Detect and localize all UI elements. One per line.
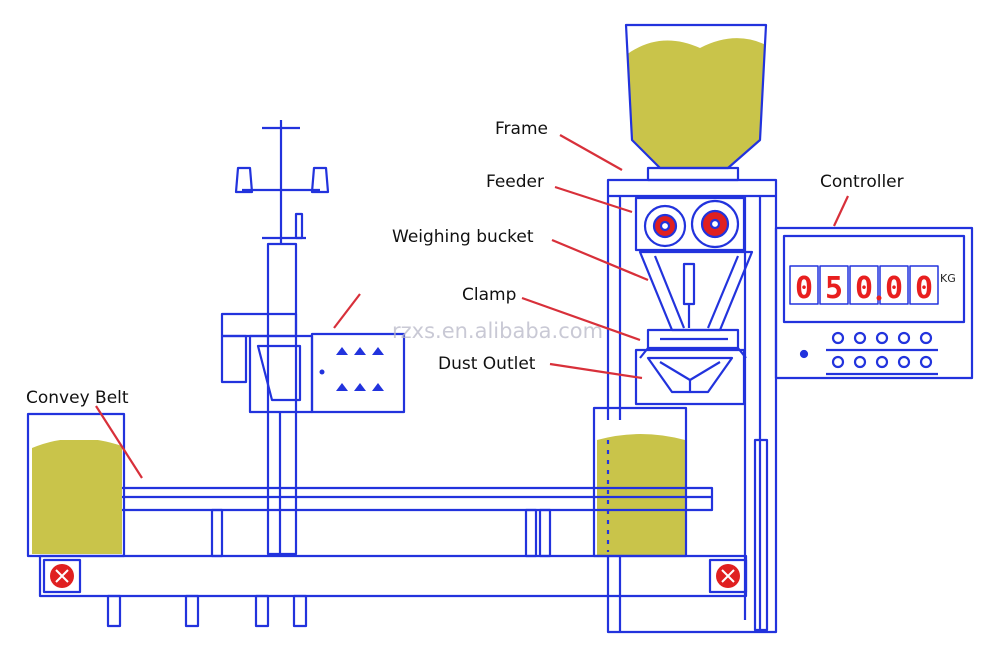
feeder [634, 196, 746, 252]
label-frame: Frame [495, 119, 548, 139]
dust-outlet [634, 348, 746, 406]
clamp [639, 328, 747, 359]
roller-right [716, 564, 740, 588]
display-unit: KG [940, 272, 956, 285]
frame [606, 178, 778, 634]
sewing-station [220, 120, 406, 556]
label-dust-outlet: Dust Outlet [438, 354, 536, 374]
pointer-frame [559, 134, 623, 171]
roller-left [50, 564, 74, 588]
label-controller: Controller [820, 172, 904, 192]
sewing-control-buttons [319, 347, 384, 391]
display-digit: 0 [855, 271, 873, 306]
pointer-dust-outlet [549, 362, 643, 380]
pointer-weighing-bucket [551, 238, 649, 282]
label-convey-belt: Convey Belt [26, 388, 129, 408]
pointer-controller [833, 195, 849, 227]
pointer-lines [95, 134, 849, 479]
filled-bag [592, 406, 688, 558]
watermark: rzxs.en.alibaba.com [392, 319, 603, 343]
label-clamp: Clamp [462, 285, 516, 305]
weighing-bucket [638, 250, 754, 332]
display-digit: 5 [825, 271, 843, 306]
display-digit: 0 [885, 271, 903, 306]
display-digit: 0 [915, 271, 933, 306]
bag-on-belt [26, 412, 126, 558]
controller [774, 226, 974, 380]
pointer-convey-belt [95, 405, 143, 479]
decimal-point [876, 295, 882, 301]
pointer-feeder [554, 185, 633, 214]
label-feeder: Feeder [486, 172, 544, 192]
weight-display: 0 5 0 0 0 KG [795, 271, 956, 306]
display-digit: 0 [795, 271, 813, 306]
pointer-clamp [521, 296, 641, 342]
pointer-sewing-station [333, 293, 361, 329]
hopper [624, 23, 768, 182]
label-weighing-bucket: Weighing bucket [392, 227, 534, 247]
